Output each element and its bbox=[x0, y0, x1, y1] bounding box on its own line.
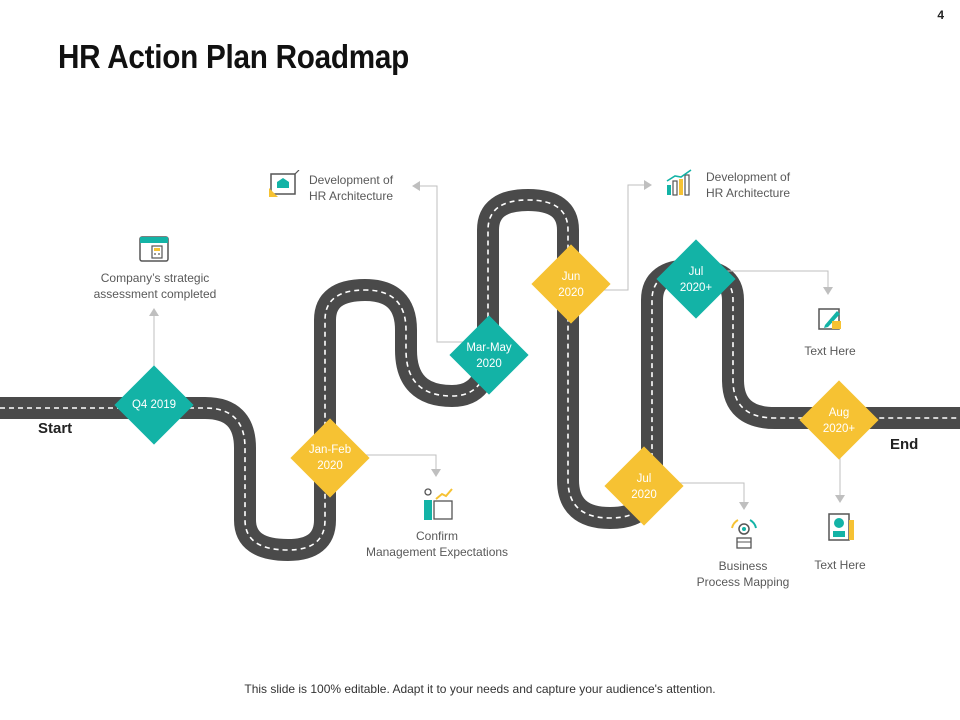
connector-janfeb bbox=[350, 454, 437, 470]
connector-jul-upper bbox=[720, 270, 829, 288]
document-edit-icon bbox=[818, 308, 841, 330]
arrowhead bbox=[739, 502, 749, 510]
arrowhead bbox=[823, 287, 833, 295]
arrowhead bbox=[431, 469, 441, 477]
connector-jul-lower bbox=[664, 482, 745, 503]
growth-chart-icon bbox=[666, 169, 692, 196]
connector-jun bbox=[595, 184, 646, 291]
milestone-q4-2019-label: Q4 2019 bbox=[131, 399, 177, 411]
report-icon bbox=[828, 513, 854, 541]
end-label: End bbox=[890, 436, 919, 453]
connector-marmay bbox=[418, 185, 470, 343]
presentation-icon bbox=[424, 488, 453, 520]
blueprint-icon bbox=[269, 170, 300, 197]
page-number: 4 bbox=[937, 8, 944, 22]
process-gear-icon bbox=[731, 519, 757, 549]
arrowhead bbox=[644, 180, 652, 190]
arrowhead bbox=[835, 495, 845, 503]
page-title: HR Action Plan Roadmap bbox=[58, 38, 410, 75]
caption-text-here-2: Text Here bbox=[814, 558, 866, 572]
caption-text-here-1: Text Here bbox=[804, 344, 856, 358]
calculator-icon bbox=[139, 236, 169, 262]
arrowhead bbox=[412, 181, 420, 191]
arrowhead bbox=[149, 308, 159, 316]
start-label: Start bbox=[38, 420, 73, 437]
footer-note: This slide is 100% editable. Adapt it to… bbox=[244, 682, 716, 696]
